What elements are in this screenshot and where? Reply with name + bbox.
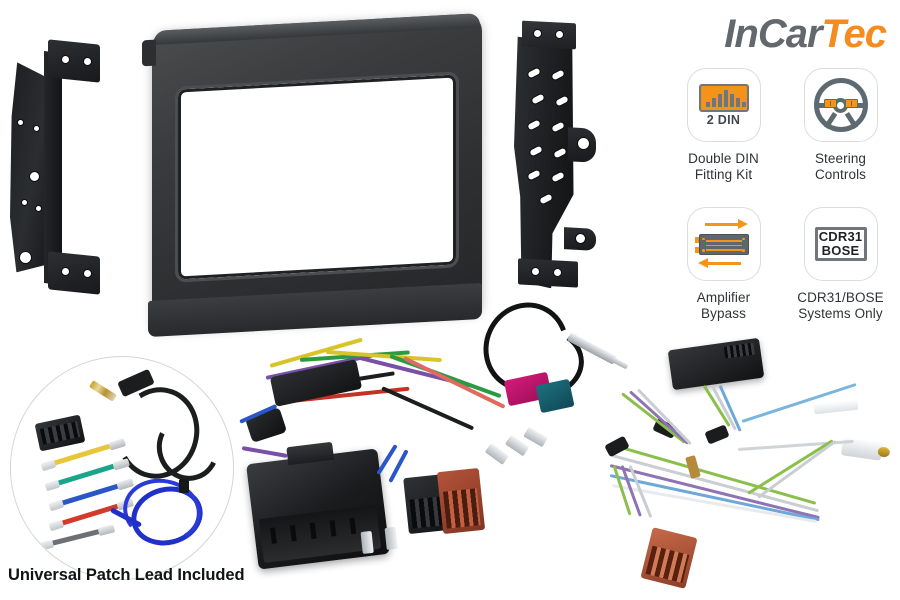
cdr31-bose-icon: CDR31 BOSE xyxy=(814,227,867,261)
bracket-hole xyxy=(532,268,539,275)
universal-patch-lead-inset xyxy=(10,356,234,580)
left-mounting-bracket xyxy=(4,38,122,300)
double-din-fascia-panel xyxy=(142,13,482,338)
din-screen-graphic xyxy=(698,83,749,112)
feature-cdr31-bose: CDR31 BOSE CDR31/BOSE Systems Only xyxy=(785,207,896,340)
steering-controls-badge xyxy=(803,68,878,142)
amplifier-bypass-harness xyxy=(598,336,898,600)
iso-connector-red xyxy=(640,527,698,589)
bracket-hole xyxy=(62,268,69,275)
patch-lead-caption: Universal Patch Lead Included xyxy=(8,566,245,584)
harness-wire-grey xyxy=(636,388,692,446)
bose-text: BOSE xyxy=(821,243,860,258)
amp-bypass-connector xyxy=(667,337,765,391)
wheel-rim xyxy=(813,78,868,132)
bracket-hole xyxy=(36,206,41,211)
bracket-hole xyxy=(20,252,31,263)
steering-wheel-icon xyxy=(813,78,868,132)
cable-clip xyxy=(179,479,189,493)
arrow-right-icon xyxy=(704,219,748,229)
bracket-hole xyxy=(84,270,91,277)
harness-sleeve xyxy=(604,435,630,458)
bracket-left-flange xyxy=(44,51,62,285)
arrow-left-icon xyxy=(697,258,741,268)
bracket-hole xyxy=(556,31,563,38)
feature-amplifier-bypass: Amplifier Bypass xyxy=(668,207,779,340)
patch-wire-red xyxy=(60,502,122,526)
bracket-hole xyxy=(22,200,27,205)
harness-sleeve xyxy=(704,424,730,445)
harness-wire-green xyxy=(621,392,686,444)
patch-wire-grey xyxy=(50,528,103,546)
bracket-hole xyxy=(30,172,39,181)
amp-tab xyxy=(694,237,700,243)
feature-label-cdr31-bose: CDR31/BOSE Systems Only xyxy=(797,290,884,322)
fascia-radio-cutout xyxy=(178,74,456,280)
feature-steering-controls: Steering Controls xyxy=(785,68,896,201)
feature-label-steering-controls: Steering Controls xyxy=(814,151,867,183)
spade-terminal xyxy=(384,526,398,550)
harness-wire-black xyxy=(381,386,475,431)
bracket-left-bottom-ear xyxy=(48,251,100,295)
bracket-hole xyxy=(34,126,39,131)
harness-wire-purple xyxy=(241,446,288,458)
bracket-right-plate xyxy=(514,36,576,289)
harness-wire-purple xyxy=(628,390,689,445)
amplifier-bypass-badge xyxy=(686,207,761,281)
right-mounting-bracket xyxy=(500,20,618,310)
din-badge-text: 2 DIN xyxy=(706,112,741,127)
bracket-hole xyxy=(18,120,23,125)
cdr31-bose-badge: CDR31 BOSE xyxy=(803,207,878,281)
fakra-connector-teal xyxy=(535,378,575,414)
inline-fuse xyxy=(813,399,859,415)
iso-power-connector-red xyxy=(436,467,486,535)
fascia-side-tab xyxy=(142,39,156,67)
patch-wire-blue xyxy=(60,482,122,506)
bracket-hole xyxy=(84,58,91,65)
logo-text-tec: Tec xyxy=(821,12,887,56)
bracket-hole xyxy=(534,30,541,37)
logo-text-incar: InCar xyxy=(724,12,822,56)
bracket-hole xyxy=(62,56,69,63)
feature-double-din: 2 DIN Double DIN Fitting Kit xyxy=(668,68,779,201)
jack-pin xyxy=(89,380,117,402)
bracket-hole xyxy=(576,234,585,243)
feature-label-double-din: Double DIN Fitting Kit xyxy=(688,151,759,183)
bracket-right-top-ear xyxy=(522,20,576,50)
spade-terminal xyxy=(360,530,374,554)
bracket-hole xyxy=(554,269,561,276)
double-din-screen-icon: 2 DIN xyxy=(688,83,760,127)
amplifier-bypass-icon xyxy=(694,215,753,273)
wheel-button-left xyxy=(823,99,837,108)
feature-icon-grid: 2 DIN Double DIN Fitting Kit Steering Co… xyxy=(668,68,896,340)
bracket-left-top-ear xyxy=(48,39,100,83)
patch-wire-green xyxy=(56,462,118,486)
amp-tab xyxy=(694,247,700,253)
amplifier-body xyxy=(698,234,749,255)
patch-connector-block xyxy=(34,414,86,452)
double-din-badge: 2 DIN xyxy=(686,68,761,142)
bracket-hole xyxy=(578,138,589,149)
quadlock-top-key xyxy=(286,441,335,466)
bracket-right-foot xyxy=(518,258,578,288)
wheel-button-right xyxy=(844,99,858,108)
feature-label-amplifier-bypass: Amplifier Bypass xyxy=(696,290,751,322)
cdr31-text: CDR31 xyxy=(818,229,863,245)
